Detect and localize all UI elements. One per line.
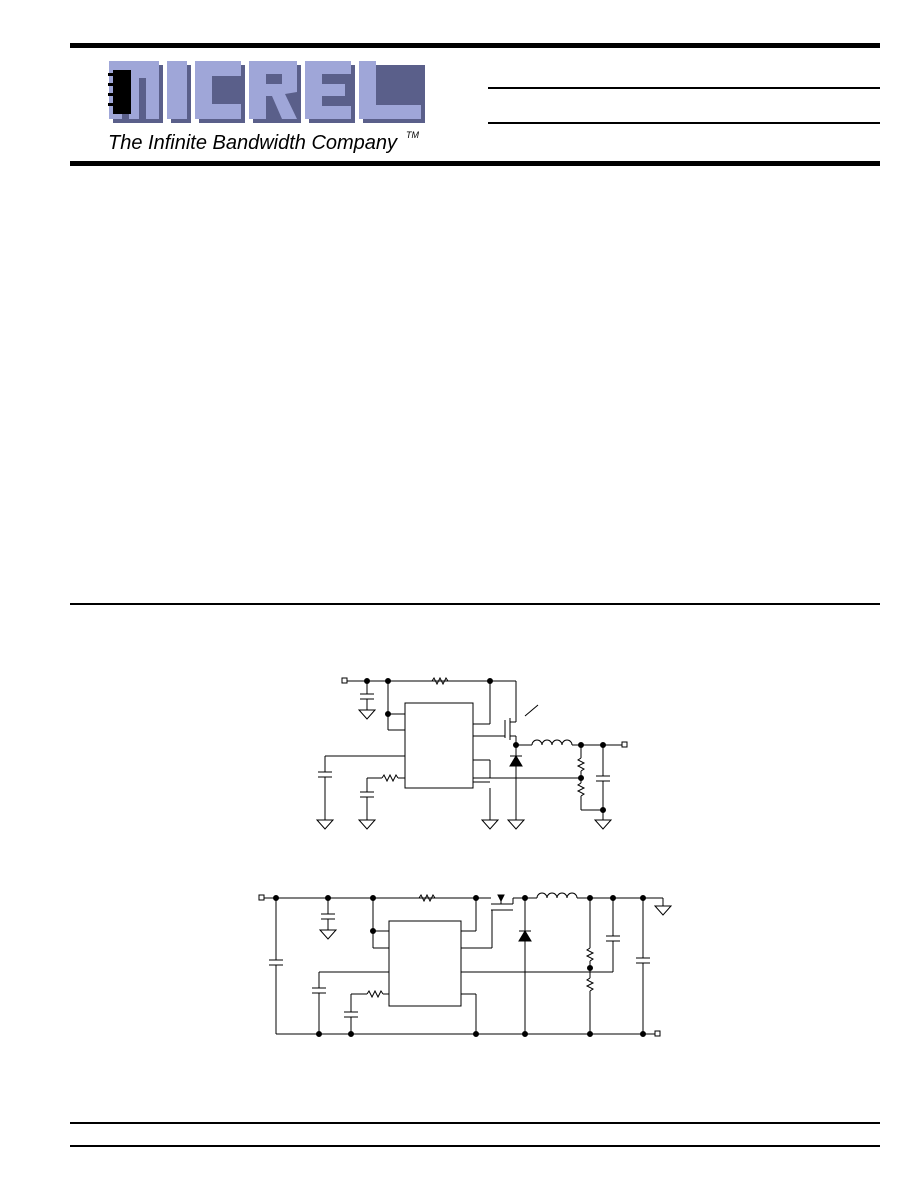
footer-rule-1: [70, 1122, 880, 1124]
header-rule-1: [488, 87, 880, 89]
micrel-logo: The Infinite Bandwidth Company TM: [108, 61, 425, 154]
section-divider: [70, 603, 880, 605]
header-bottom-rule: [70, 161, 880, 166]
header-rule-2: [488, 122, 880, 124]
trademark: TM: [406, 130, 419, 140]
tagline: The Infinite Bandwidth Company: [108, 132, 398, 154]
buck-converter-schematic-1: [315, 676, 628, 830]
footer-rule-2: [70, 1145, 880, 1147]
buck-converter-schematic-2: [258, 892, 673, 1037]
header-top-rule: [70, 43, 880, 48]
